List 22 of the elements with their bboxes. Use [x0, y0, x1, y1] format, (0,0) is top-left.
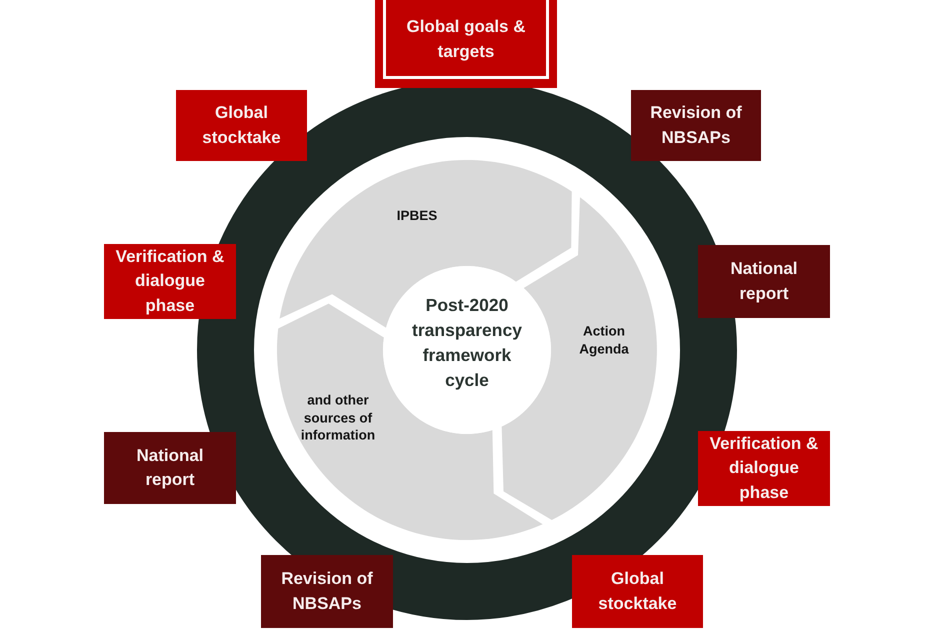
stage-box	[261, 555, 393, 628]
segment-label: IPBES	[396, 207, 438, 225]
stage-label: Global goals & targets	[405, 16, 527, 63]
stage-box	[698, 245, 830, 318]
stage-label: Verification & dialogue phase	[708, 433, 820, 504]
stage-label: Revision of NBSAPs	[280, 568, 374, 614]
stage-label: National report	[729, 258, 799, 304]
segment-label: and other sources of information	[300, 392, 376, 444]
stage-label: Verification & dialogue phase	[114, 246, 226, 317]
stage-box	[104, 244, 236, 319]
center-label: Post-2020 transparency framework cycle	[411, 294, 523, 392]
segment-label: Action Agenda	[578, 322, 630, 358]
stage-label: National report	[135, 444, 205, 491]
stage-box	[176, 90, 307, 161]
stage-box	[104, 432, 236, 504]
stage-box	[631, 90, 761, 161]
stage-box	[375, 0, 557, 88]
stage-label: Global stocktake	[597, 568, 678, 614]
stage-box	[572, 555, 703, 628]
stage-label: Revision of NBSAPs	[649, 102, 743, 148]
stage-label: Global stocktake	[201, 102, 282, 148]
stage-box	[698, 431, 830, 506]
